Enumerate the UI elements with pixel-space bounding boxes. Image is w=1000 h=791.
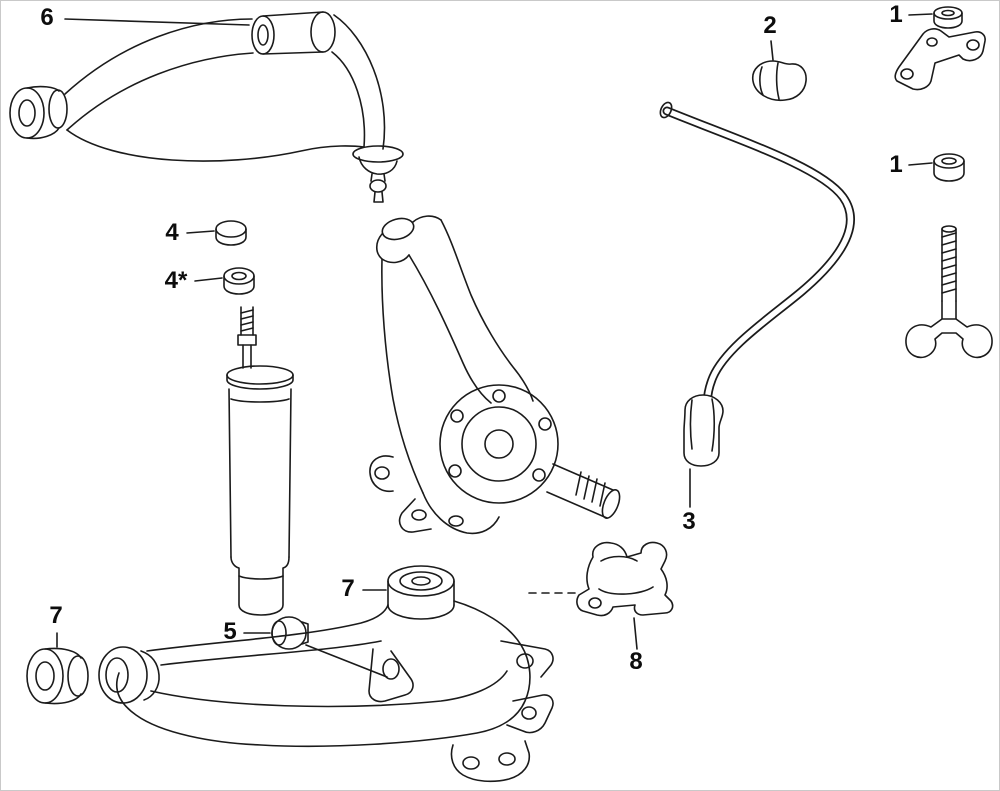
arm-bushing-7 (26, 647, 89, 705)
callout-leader-lines (56, 13, 933, 678)
stabilizer-end-bushing-3 (683, 394, 724, 467)
part-callout-4-star: 4* (164, 267, 188, 294)
part-callout-7-front: 7 (341, 575, 355, 602)
nut-1-mid (933, 153, 965, 182)
part-callout-3: 3 (682, 508, 696, 535)
part-callout-1-mid: 1 (889, 151, 903, 178)
stabilizer-bar (659, 101, 855, 426)
steering-knuckle (369, 215, 621, 535)
part-callout-7-rear: 7 (49, 602, 63, 629)
part-callout-1-top: 1 (889, 1, 903, 28)
nut-1-top (933, 6, 963, 29)
lower-control-arm (98, 565, 554, 783)
part-callout-2: 2 (763, 12, 777, 39)
shock-absorber (226, 306, 294, 616)
stabilizer-link-bracket (894, 28, 986, 91)
cushion-retainer-4-star (223, 267, 255, 295)
part-callout-5: 5 (223, 618, 237, 645)
shock-lower-bushing-5 (271, 616, 309, 650)
stabilizer-bar-bracket-8 (576, 541, 674, 617)
upper-control-arm (9, 11, 404, 203)
stabilizer-link-bolt (905, 225, 993, 359)
cushion-retainer-4 (215, 220, 247, 246)
part-callout-8: 8 (629, 648, 643, 675)
part-callout-6: 6 (40, 4, 54, 31)
part-callout-4: 4 (165, 219, 179, 246)
stabilizer-bushing-2 (751, 60, 807, 102)
